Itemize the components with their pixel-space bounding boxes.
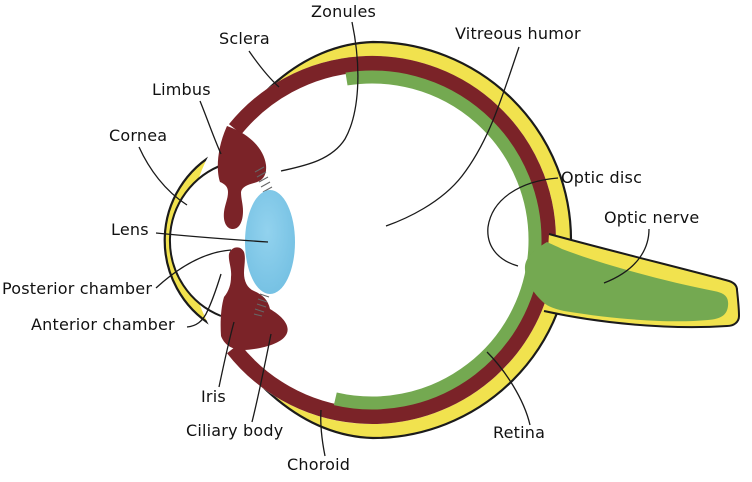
label-optic-nerve: Optic nerve xyxy=(604,208,700,227)
ciliary-body-pointer-line xyxy=(251,333,272,423)
lens-body xyxy=(245,190,295,294)
label-lens: Lens xyxy=(111,220,149,239)
choroid-layer xyxy=(227,55,556,424)
optic-disc-and-nerve-core xyxy=(524,242,729,322)
zonules-pointer-line xyxy=(280,21,359,172)
label-limbus: Limbus xyxy=(152,80,211,99)
cornea-pointer-line xyxy=(138,146,188,206)
label-ciliary-body: Ciliary body xyxy=(186,421,284,440)
retina-pointer-line xyxy=(486,351,531,426)
label-posterior-chamber: Posterior chamber xyxy=(2,279,153,298)
ciliary-body-lower xyxy=(220,247,288,350)
cornea-inner-line xyxy=(168,163,226,317)
anterior-chamber-pointer-line xyxy=(186,273,222,328)
label-optic-disc: Optic disc xyxy=(561,168,643,187)
label-anterior-chamber: Anterior chamber xyxy=(31,315,175,334)
optic-nerve-pointer-line xyxy=(603,228,650,284)
label-sclera: Sclera xyxy=(219,29,270,48)
label-vitreous-humor: Vitreous humor xyxy=(455,24,581,43)
optic-disc-pointer-line xyxy=(487,177,559,267)
limbus-pointer-line xyxy=(199,100,222,155)
vitreous-humor-pointer-line xyxy=(385,46,520,227)
lens-pointer-line xyxy=(155,232,269,243)
label-zonules: Zonules xyxy=(311,2,377,21)
sclera-pointer-line xyxy=(248,50,280,88)
retina-layer xyxy=(333,70,542,410)
label-retina: Retina xyxy=(493,423,546,442)
label-iris: Iris xyxy=(201,387,226,406)
iris-pointer-line xyxy=(218,321,235,388)
label-cornea: Cornea xyxy=(109,126,168,145)
label-choroid: Choroid xyxy=(287,455,351,474)
choroid-pointer-line xyxy=(320,409,326,457)
ciliary-body-upper xyxy=(217,126,267,229)
pointer-lines xyxy=(138,21,650,457)
posterior-chamber-pointer-line xyxy=(155,249,232,289)
